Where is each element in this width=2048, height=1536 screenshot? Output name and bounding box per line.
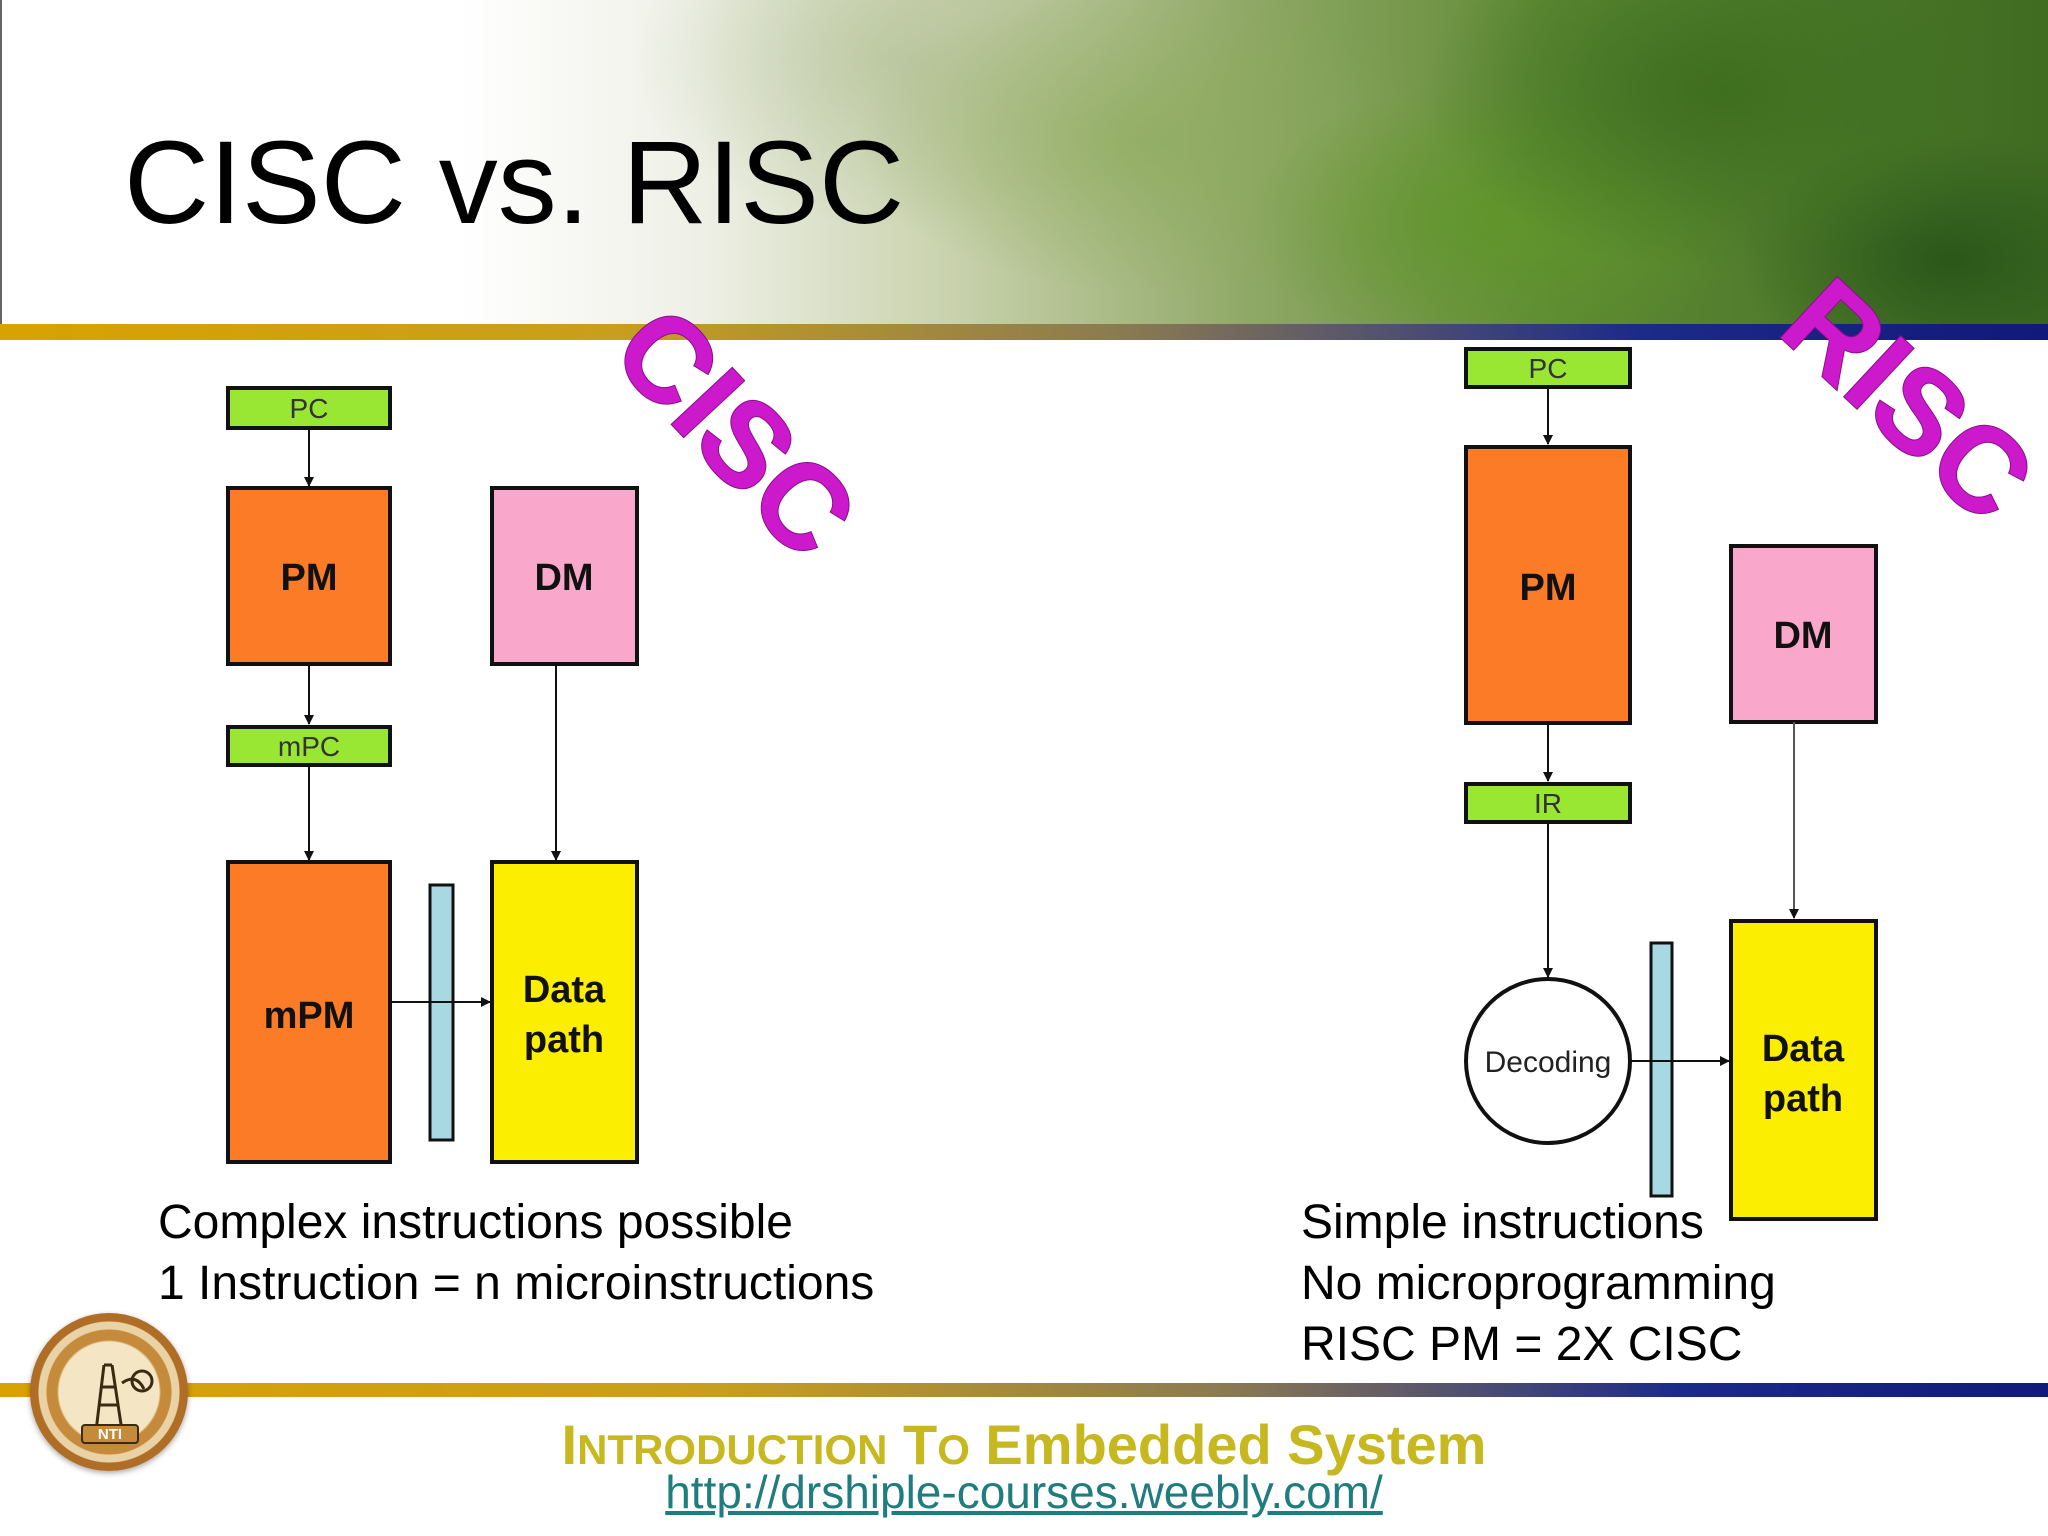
cisc-pc-register: PC [226, 386, 392, 430]
risc-datapath-box: Data path [1729, 919, 1878, 1221]
risc-datapath-label-1: Data [1762, 1028, 1845, 1070]
cisc-control-bus [428, 883, 455, 1142]
risc-pm-label: PM [1520, 567, 1577, 609]
risc-pc-register: PC [1464, 347, 1632, 389]
cisc-pc-label: PC [290, 393, 329, 424]
risc-pm-box: PM [1464, 445, 1632, 725]
cisc-caption-line: Complex instructions possible [158, 1196, 793, 1249]
header-banner: CISC vs. RISC [0, 0, 2048, 324]
cisc-pm-label: PM [281, 557, 338, 599]
risc-decoding-label: Decoding [1485, 1046, 1612, 1079]
cisc-pm-box: PM [226, 486, 392, 666]
risc-dm-box: DM [1729, 544, 1878, 724]
cisc-mpc-register: mPC [226, 725, 392, 767]
header-divider [0, 324, 2048, 340]
risc-diagram: PC PM DM IR Decoding [1464, 252, 2048, 1221]
footer-title-rest: Embedded System [985, 1413, 1487, 1476]
risc-pc-label: PC [1529, 353, 1568, 384]
cisc-diagram: PC PM DM mPC mPM [226, 281, 883, 1164]
cisc-mpc-label: mPC [278, 731, 340, 762]
risc-control-bus [1649, 941, 1674, 1198]
footer-title-cap: T [902, 1413, 938, 1476]
antenna-tower-icon [94, 1363, 154, 1432]
cisc-caption-line: 1 Instruction = n microinstructions [158, 1257, 875, 1310]
risc-dm-label: DM [1773, 615, 1832, 657]
risc-ir-label: IR [1534, 788, 1562, 819]
header-left-border [0, 0, 2, 324]
risc-caption-line: RISC PM = 2X CISC [1301, 1318, 1743, 1371]
footer-divider [0, 1383, 2048, 1397]
nti-logo: NTI [30, 1313, 188, 1471]
nti-logo-text: NTI [98, 1426, 122, 1443]
footer-title-cap: I [561, 1413, 578, 1476]
cisc-datapath-box: Data path [490, 860, 639, 1164]
cisc-datapath-label-1: Data [523, 969, 606, 1011]
cisc-dm-box: DM [490, 486, 639, 666]
risc-caption-line: No microprogramming [1301, 1257, 1776, 1310]
footer-title-smallcaps: NTRODUCTION [577, 1426, 888, 1473]
cisc-dm-label: DM [534, 557, 593, 599]
risc-datapath-label-2: path [1763, 1078, 1843, 1120]
footer-course-title: INTRODUCTION TO Embedded System [0, 1415, 2048, 1480]
risc-ir-register: IR [1464, 782, 1632, 824]
slide-title: CISC vs. RISC [124, 117, 905, 249]
architecture-diagram: PC PM DM mPC mPM [226, 252, 2048, 1221]
cisc-caption: Complex instructions possible 1 Instruct… [158, 1192, 874, 1314]
risc-caption-line: Simple instructions [1301, 1196, 1704, 1249]
course-website-link[interactable]: http://drshiple-courses.weebly.com/ [665, 1466, 1383, 1518]
risc-caption: Simple instructions No microprogramming … [1301, 1192, 1776, 1375]
risc-decoding-circle: Decoding [1464, 977, 1632, 1145]
header-fern-photo [0, 0, 2048, 324]
risc-stamp: RISC [1757, 253, 2048, 547]
cisc-mpm-box: mPM [226, 860, 392, 1164]
cisc-mpm-label: mPM [264, 995, 355, 1037]
cisc-datapath-label-2: path [524, 1019, 604, 1061]
footer-title-smallcaps: O [937, 1426, 970, 1473]
